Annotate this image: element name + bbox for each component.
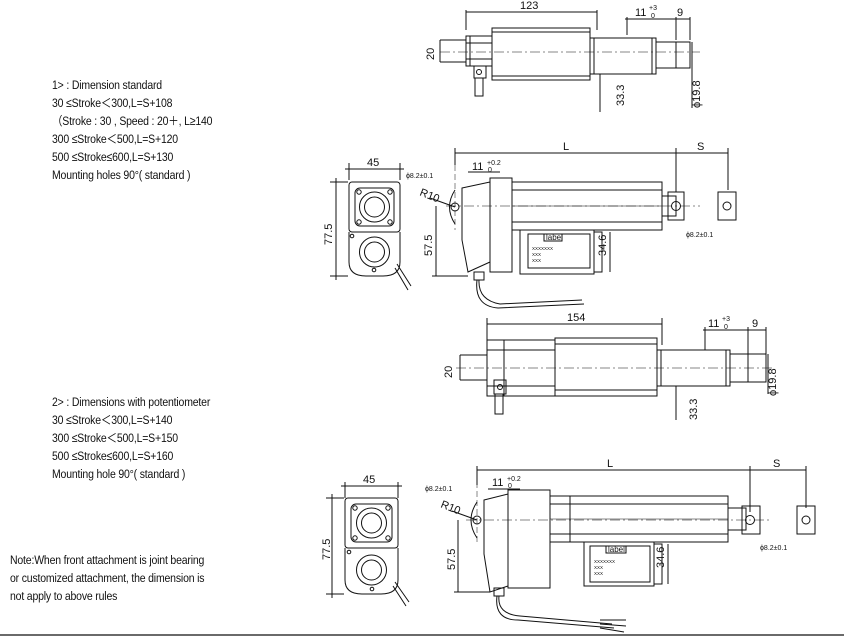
standard-line: 30 ≤Stroke＜300,L=S+108 xyxy=(52,96,173,110)
dim-body-dia: 33.3 xyxy=(688,399,700,420)
dim-height: 20 xyxy=(425,48,437,60)
dim-height: 20 xyxy=(443,366,455,378)
dim-side-height: 57.5 xyxy=(446,549,458,570)
label-line: XXXXXXX xyxy=(532,246,553,251)
side-fit-lower: 0 xyxy=(508,483,512,490)
label-line: XXX xyxy=(532,258,541,263)
dim-rod-dia: ϕ19.8 xyxy=(691,80,703,108)
side-fit-upper: +0.2 xyxy=(507,476,521,483)
end-width: 45 xyxy=(367,157,379,169)
dim-fit: 11 xyxy=(708,318,719,330)
side-fit-lower: 0 xyxy=(488,167,492,174)
top-view-standard: 123 11 +3 0 9 20 xyxy=(425,0,703,112)
standard-line: 500 ≤Stroke≤600,L=S+130 xyxy=(52,150,174,164)
potentiometer-line: Mounting hole 90°( standard ) xyxy=(52,467,186,481)
dim-motor: 34.6 xyxy=(597,235,609,256)
side-fit: 11 xyxy=(492,477,503,489)
dim-length: 154 xyxy=(567,312,585,324)
label-tag: label xyxy=(608,545,625,554)
potentiometer-line: 30 ≤Stroke＜300,L=S+140 xyxy=(52,413,173,427)
radius: R10 xyxy=(439,499,462,518)
dim-fit-lower: 0 xyxy=(724,324,728,331)
dim-length: 123 xyxy=(520,0,538,12)
label-line: XXXXXXX xyxy=(594,559,615,564)
dim-S: S xyxy=(773,458,780,470)
label-line: XXX xyxy=(594,565,603,570)
dim-tip: 9 xyxy=(752,318,758,330)
dim-fit-upper: +3 xyxy=(722,316,730,323)
potentiometer-notes: 2> : Dimensions with potentiometer 30 ≤S… xyxy=(52,393,210,483)
dim-tip: 9 xyxy=(677,7,683,19)
standard-line: 300 ≤Stroke＜500,L=S+120 xyxy=(52,132,178,146)
dim-fit-lower: 0 xyxy=(651,13,655,20)
footnote-line: Note:When front attachment is joint bear… xyxy=(10,553,205,567)
dim-L: L xyxy=(563,141,569,153)
side-fit-upper: +0.2 xyxy=(487,160,501,167)
standard-notes: 1> : Dimension standard 30 ≤Stroke＜300,L… xyxy=(52,76,212,184)
dim-fit: 11 xyxy=(635,7,646,19)
dim-fit-upper: +3 xyxy=(649,5,657,12)
footnote: Note:When front attachment is joint bear… xyxy=(10,551,205,605)
side-view-standard: L S ϕ8.2±0.1 11 +0.2 0 R10 ϕ8.2±0.1 xyxy=(406,141,737,309)
dim-side-height: 57.5 xyxy=(423,235,435,256)
radius: R10 xyxy=(418,187,441,206)
side-view-potentiometer: L S ϕ8.2±0.1 11 +0.2 0 R10 ϕ8.2±0.1 labe… xyxy=(425,458,816,633)
hole-rod: ϕ8.2±0.1 xyxy=(760,545,787,552)
top-view-potentiometer: 154 11 +3 0 9 20 33.3 xyxy=(443,312,779,420)
end-height: 77.5 xyxy=(321,539,333,560)
side-fit: 11 xyxy=(472,161,483,173)
label-line: XXX xyxy=(532,252,541,257)
standard-line: Mounting holes 90°( standard ) xyxy=(52,168,191,182)
potentiometer-heading: 2> : Dimensions with potentiometer xyxy=(52,395,211,409)
end-width: 45 xyxy=(363,474,375,486)
end-height: 77.5 xyxy=(323,224,335,245)
end-view-potentiometer: 45 77.5 xyxy=(321,474,410,607)
potentiometer-line: 500 ≤Stroke≤600,L=S+160 xyxy=(52,449,174,463)
dim-rod-dia: ϕ19.8 xyxy=(767,368,779,396)
hole-top: ϕ8.2±0.1 xyxy=(425,486,452,493)
standard-line: （Stroke : 30 , Speed : 20＋, L≥140 xyxy=(52,114,213,128)
label-line: XXX xyxy=(594,571,603,576)
standard-heading: 1> : Dimension standard xyxy=(52,78,162,92)
dim-body-dia: 33.3 xyxy=(615,85,627,106)
hole-rod: ϕ8.2±0.1 xyxy=(686,232,713,239)
dim-S: S xyxy=(697,141,704,153)
label-tag: label xyxy=(546,233,563,242)
dim-L: L xyxy=(607,458,613,470)
footnote-line: or customized attachment, the dimension … xyxy=(10,571,205,585)
footnote-line: not apply to above rules xyxy=(10,589,118,603)
dim-motor: 34.6 xyxy=(655,547,667,568)
hole-top: ϕ8.2±0.1 xyxy=(406,173,433,180)
end-view-standard: 45 77.5 xyxy=(323,157,412,291)
potentiometer-line: 300 ≤Stroke＜500,L=S+150 xyxy=(52,431,178,445)
